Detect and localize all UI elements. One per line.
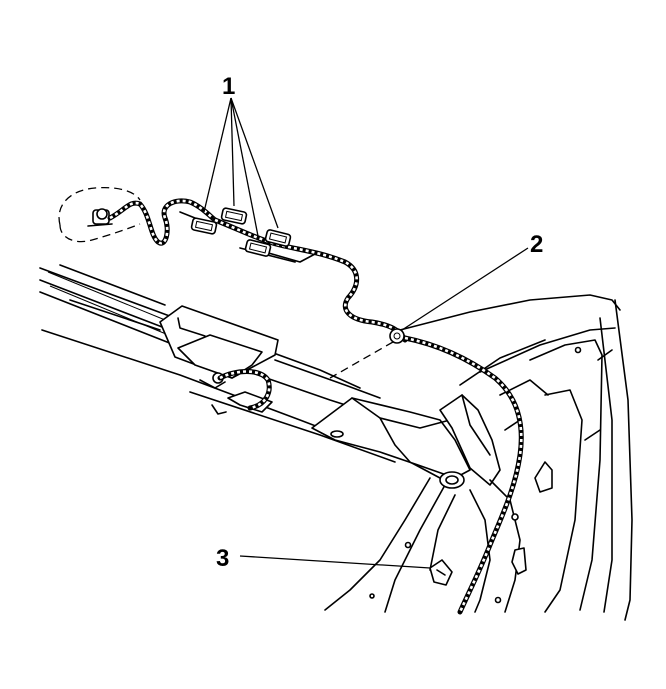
leader-1b bbox=[230, 97, 235, 207]
connector-a bbox=[190, 217, 218, 235]
pillar-bracket bbox=[311, 394, 501, 486]
leader-1c bbox=[230, 97, 259, 237]
callout-1: 1 bbox=[222, 73, 235, 100]
harness-clip bbox=[389, 328, 405, 344]
harness-connectors bbox=[190, 207, 292, 257]
module-bracket bbox=[159, 305, 279, 389]
connector-b bbox=[220, 207, 248, 225]
callout-2: 2 bbox=[530, 231, 543, 258]
leader-2 bbox=[401, 247, 529, 331]
lamp-socket bbox=[87, 208, 113, 227]
lamp-outline bbox=[58, 186, 141, 243]
leader-1a bbox=[203, 97, 232, 213]
callout-3: 3 bbox=[216, 545, 229, 572]
leader-3 bbox=[239, 555, 431, 569]
connector-c bbox=[244, 239, 272, 257]
connector-d bbox=[264, 229, 292, 247]
leader-2-dashed bbox=[329, 341, 394, 379]
leader-lines bbox=[203, 97, 529, 569]
leader-1d bbox=[230, 97, 279, 229]
lower-clip bbox=[211, 391, 273, 415]
retainer-clip bbox=[429, 559, 453, 586]
door-frame bbox=[324, 294, 633, 621]
